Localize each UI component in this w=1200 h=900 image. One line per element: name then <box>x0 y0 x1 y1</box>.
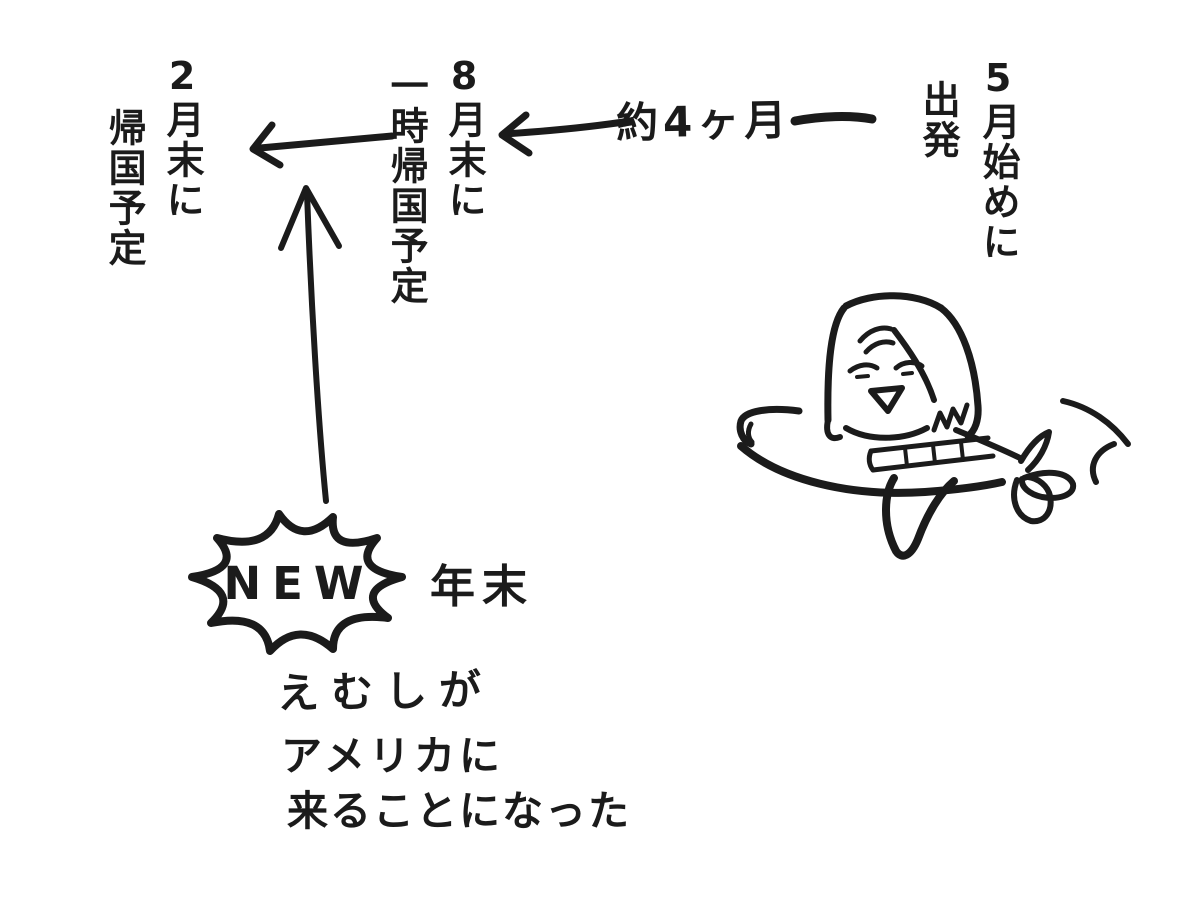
speed-lines-icon <box>1060 398 1131 485</box>
new-badge: NEW <box>223 557 375 610</box>
person-head <box>824 292 982 441</box>
airplane-rider-figure <box>736 292 1131 560</box>
final-return-label: 2月末に 帰国予定 <box>102 54 204 268</box>
note-line-1: えむしが <box>276 665 494 718</box>
temp-return-label: 8月末に 一時帰国予定 <box>384 54 486 306</box>
airplane-body <box>736 405 1077 560</box>
departure-action-text: 出発 <box>916 80 961 160</box>
yearend-label: 年末 <box>430 560 535 613</box>
duration-label: 約4ヶ月 <box>615 95 792 148</box>
departure-label: 5月始めに 出発 <box>916 56 1020 262</box>
note-line-2: アメリカに <box>281 732 504 780</box>
new-burst-icon <box>188 510 406 655</box>
arrow-to-february-icon <box>249 121 396 169</box>
duration-connector-line <box>790 112 877 126</box>
temp-return-plan-text: 一時帰国予定 <box>384 66 429 306</box>
departure-date-text: 5月始めに <box>976 56 1021 262</box>
up-arrow-icon <box>278 185 342 504</box>
arrow-to-august-icon <box>498 111 634 157</box>
note-line-3: 来ることになった <box>287 787 631 835</box>
temp-return-date-text: 8月末に <box>442 54 487 220</box>
final-return-date-text: 2月末に <box>160 54 205 220</box>
final-return-plan-text: 帰国予定 <box>102 108 147 268</box>
